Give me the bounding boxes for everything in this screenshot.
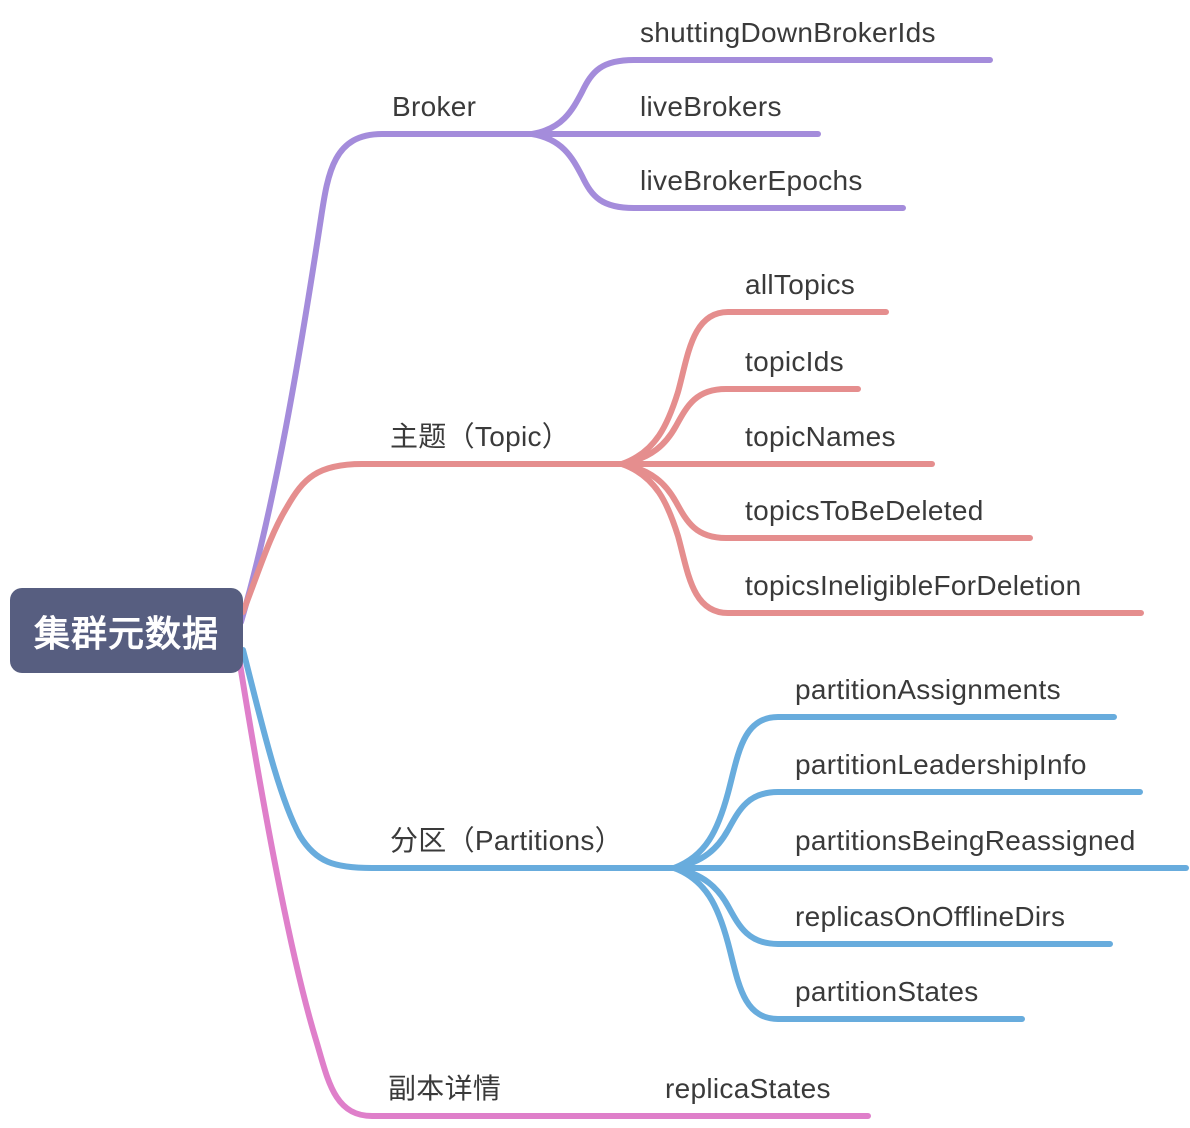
branch-lines-partitions	[240, 647, 1189, 1022]
child-node-livebrokerepochs[interactable]: liveBrokerEpochs	[640, 165, 863, 196]
branch-lines-broker	[238, 57, 993, 625]
root-node-label: 集群元数据	[33, 612, 219, 654]
child-node-replicastates[interactable]: replicaStates	[665, 1073, 831, 1104]
child-node-topicsineligiblefordeletion[interactable]: topicsIneligibleForDeletion	[745, 570, 1082, 601]
child-line-topicstobedeleted	[619, 461, 1033, 541]
branch-node-topic[interactable]: 主题（Topic）	[390, 421, 571, 452]
child-line-livebrokerepochs	[529, 131, 906, 211]
child-line-partitionstates	[671, 865, 1025, 1022]
child-line-alltopics	[619, 309, 889, 467]
branch-node-partitions[interactable]: 分区（Partitions）	[390, 825, 623, 856]
branch-line-partitions	[240, 647, 677, 871]
child-line-topicids	[619, 386, 861, 467]
child-node-alltopics[interactable]: allTopics	[745, 269, 856, 300]
child-node-partitionstates[interactable]: partitionStates	[795, 976, 979, 1007]
child-node-replicasonofflinedirs[interactable]: replicasOnOfflineDirs	[795, 901, 1066, 932]
child-node-livebrokers[interactable]: liveBrokers	[640, 91, 782, 122]
branch-node-broker[interactable]: Broker	[392, 91, 477, 122]
child-node-topicnames[interactable]: topicNames	[745, 421, 896, 452]
branch-line-topic	[240, 461, 625, 615]
child-node-partitionleadershipinfo[interactable]: partitionLeadershipInfo	[795, 749, 1087, 780]
root-node[interactable]: 集群元数据	[10, 588, 243, 673]
branch-line-broker	[238, 131, 535, 625]
child-line-partitionleadershipinfo	[671, 789, 1143, 871]
branch-lines-topic	[240, 309, 1144, 616]
branch-node-replica[interactable]: 副本详情	[388, 1073, 502, 1104]
child-line-replicasonofflinedirs	[671, 865, 1113, 947]
branch-lines-replica	[236, 655, 871, 1119]
branch-line-replica	[236, 655, 871, 1119]
child-node-topicids[interactable]: topicIds	[745, 346, 844, 377]
child-node-shuttingdownbrokerids[interactable]: shuttingDownBrokerIds	[640, 17, 936, 48]
child-node-partitionsbeingreassigned[interactable]: partitionsBeingReassigned	[795, 825, 1136, 856]
child-line-shuttingdownbrokerids	[529, 57, 993, 137]
child-node-topicstobedeleted[interactable]: topicsToBeDeleted	[745, 495, 984, 526]
child-line-partitionassignments	[671, 714, 1117, 871]
child-line-topicsineligiblefordeletion	[619, 461, 1144, 616]
child-node-partitionassignments[interactable]: partitionAssignments	[795, 674, 1061, 705]
